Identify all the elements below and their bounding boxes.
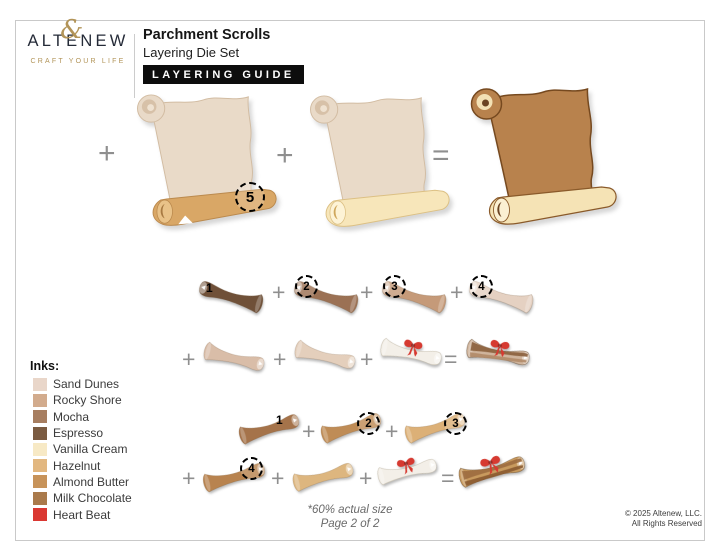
guide-subtitle: Layering Die Set: [143, 45, 240, 60]
copyright-line2: All Rights Reserved: [631, 519, 702, 528]
plus-operator: +: [182, 346, 196, 372]
plus-operator: +: [182, 465, 196, 491]
result-scroll: [455, 446, 531, 495]
brand-ampersand-icon: &: [60, 15, 87, 45]
legend-item: Milk Chocolate: [33, 490, 132, 506]
ink-swatch: [33, 393, 47, 407]
legend-item: Mocha: [33, 409, 132, 425]
result-scroll: [464, 333, 534, 375]
legend-item: Sand Dunes: [33, 376, 132, 392]
header-divider: [134, 34, 135, 98]
layer-number-label: 1: [206, 281, 213, 295]
plus-operator: +: [360, 279, 374, 305]
plus-operator: +: [276, 139, 294, 172]
layer-number-badge: 4: [240, 457, 263, 480]
ink-label: Mocha: [53, 409, 90, 424]
size-note: *60% actual size Page 2 of 2: [260, 503, 440, 531]
ink-swatch: [33, 459, 47, 473]
legend-item: Vanilla Cream: [33, 441, 132, 457]
page-border: [15, 20, 705, 541]
equals-operator: =: [444, 346, 458, 372]
hero-scroll-cream: [310, 95, 450, 227]
plus-operator: +: [360, 346, 374, 372]
layer-number-badge: 2: [357, 412, 380, 435]
ink-label: Milk Chocolate: [53, 491, 132, 506]
copyright: © 2025 Altenew, LLC. All Rights Reserved: [625, 509, 702, 529]
ink-swatch: [33, 426, 47, 440]
ink-label: Rocky Shore: [53, 393, 122, 408]
brand-tagline: CRAFT YOUR LIFE: [30, 58, 126, 65]
brand-mid-letter: E&: [60, 15, 87, 50]
ink-label: Vanilla Cream: [53, 442, 128, 457]
plus-operator: +: [359, 465, 373, 491]
size-note-line: *60% actual size: [307, 504, 393, 516]
plus-operator: +: [98, 137, 116, 170]
hero-scroll-result: [470, 87, 617, 225]
ink-label: Sand Dunes: [53, 377, 120, 392]
hero-scroll-layer-5: [137, 94, 277, 226]
legend-item: Rocky Shore: [33, 392, 132, 408]
brand-post: NEW: [80, 32, 129, 50]
scroll-bottom-roll: [325, 189, 450, 227]
legend-item: Hazelnut: [33, 457, 132, 473]
equals-operator: =: [432, 139, 450, 172]
legend-item: Almond Butter: [33, 474, 132, 490]
ink-label: Hazelnut: [53, 458, 101, 473]
ink-swatch: [33, 508, 47, 522]
layer-number-badge: 3: [444, 412, 467, 435]
layer-number-badge: 4: [470, 275, 493, 298]
copyright-line1: © 2025 Altenew, LLC.: [624, 509, 702, 518]
layering-guide-badge: LAYERING GUIDE: [143, 65, 304, 84]
page-number: Page 2 of 2: [320, 518, 380, 530]
ink-swatch: [33, 491, 47, 505]
layer-number-badge: 5: [235, 182, 265, 212]
guide-title: Parchment Scrolls: [143, 27, 271, 43]
plus-operator: +: [450, 279, 464, 305]
ink-swatch: [33, 442, 47, 456]
layer-number-badge: 3: [383, 275, 406, 298]
plus-operator: +: [385, 418, 399, 444]
plus-operator: +: [272, 279, 286, 305]
plus-operator: +: [302, 418, 316, 444]
ink-label: Espresso: [53, 426, 104, 441]
ink-swatch: [33, 475, 47, 489]
plus-operator: +: [273, 346, 287, 372]
inks-legend: Sand Dunes Rocky Shore Mocha Espresso Va…: [33, 376, 132, 523]
ink-swatch: [33, 410, 47, 424]
plus-operator: +: [271, 465, 285, 491]
ink-label: Almond Butter: [53, 474, 130, 489]
scroll-bottom-roll: [488, 186, 617, 225]
layer-number-label: 1: [276, 413, 283, 427]
legend-item: Heart Beat: [33, 506, 132, 522]
layer-number-badge: 2: [295, 275, 318, 298]
legend-item: Espresso: [33, 425, 132, 441]
brand-pre: ALT: [27, 32, 67, 50]
equals-operator: =: [441, 465, 455, 491]
ink-label: Heart Beat: [53, 507, 111, 522]
ink-swatch: [33, 377, 47, 391]
inks-heading: Inks:: [30, 359, 60, 373]
